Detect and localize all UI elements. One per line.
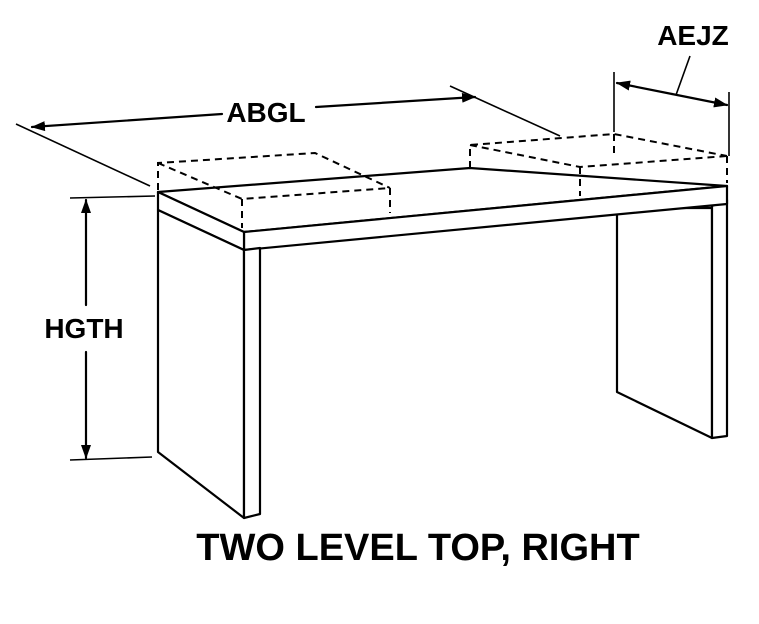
- front-left-leg: [156, 208, 262, 520]
- back-right-leg: [615, 198, 729, 440]
- height-dimension: HGTH: [44, 198, 124, 460]
- raised-level-right: [469, 132, 728, 196]
- height-label: HGTH: [44, 313, 123, 344]
- length-label: ABGL: [226, 97, 305, 128]
- length-dimension: ABGL: [30, 92, 477, 132]
- raised-level-left: [157, 151, 391, 228]
- depth-dimension: AEJZ: [615, 20, 729, 108]
- depth-label: AEJZ: [657, 20, 729, 51]
- diagram-caption: TWO LEVEL TOP, RIGHT: [196, 527, 639, 569]
- table-top: [156, 166, 729, 252]
